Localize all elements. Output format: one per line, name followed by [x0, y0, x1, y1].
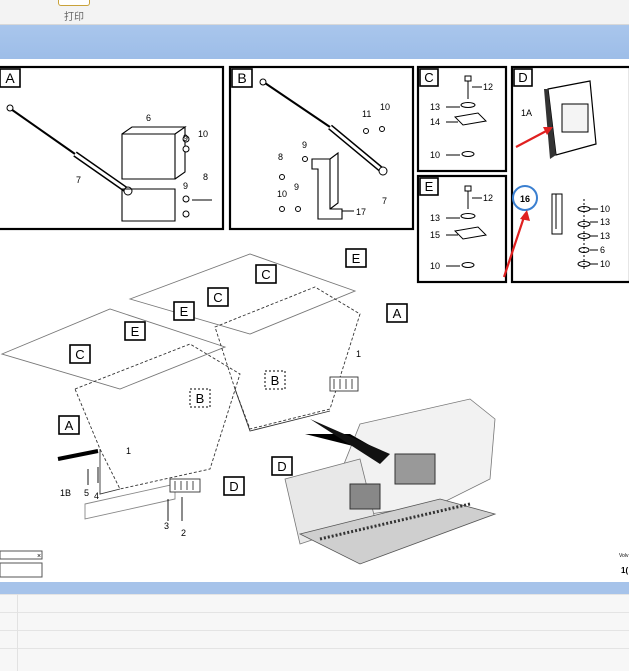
panel-e-callout: 12: [483, 193, 493, 203]
panel-b-callout: 10: [380, 102, 390, 112]
panel-d-callout: 6: [600, 245, 605, 255]
main-callout-d: D: [229, 479, 238, 494]
panel-a-callout: 8: [203, 172, 208, 182]
main-callout-c: C: [261, 267, 270, 282]
panel-e: E 12 13 15 10: [416, 174, 508, 284]
main-callout-b: B: [196, 391, 205, 406]
panel-e-callout: 10: [430, 261, 440, 271]
panel-a-callout: 10: [198, 129, 208, 139]
main-callout-a: A: [65, 418, 74, 433]
status-row: [0, 648, 629, 667]
panel-c: C 12 13 14 10: [416, 65, 508, 173]
part-number: 1B: [60, 488, 71, 498]
main-callout-d: D: [277, 459, 286, 474]
panel-c-callout: 14: [430, 117, 440, 127]
panel-b-callout: 10: [277, 189, 287, 199]
panel-a: A 6 9 10 7 9 8: [0, 65, 225, 231]
status-row: [0, 594, 629, 613]
main-assembly: [0, 253, 361, 521]
part-number: 1: [356, 349, 361, 359]
main-callout-b: B: [271, 373, 280, 388]
parts-diagram: A 6 9 10 7 9 8 B: [0, 65, 629, 578]
print-button[interactable]: 打印: [57, 0, 91, 23]
panel-e-callout: 13: [430, 213, 440, 223]
paver-machine: [284, 398, 497, 565]
panel-d-callout: 16: [520, 194, 530, 204]
panel-b: B 11 10 9 8 10 9 7 17: [228, 65, 415, 231]
part-number: 2: [181, 528, 186, 538]
panel-c-callout: 13: [430, 102, 440, 112]
main-callout-c: C: [75, 347, 84, 362]
panel-d-letter: D: [518, 70, 527, 85]
main-callout-e: E: [180, 304, 189, 319]
panel-b-letter: B: [237, 70, 246, 86]
corner-label: 1(: [621, 566, 628, 575]
main-callout-e: E: [131, 324, 140, 339]
panel-e-callout: 15: [430, 230, 440, 240]
toolbar: 打印: [0, 0, 629, 25]
diagram-viewer[interactable]: A 6 9 10 7 9 8 B: [0, 59, 629, 587]
viewer-footer-bar: [0, 582, 629, 594]
panel-b-callout: 17: [356, 207, 366, 217]
part-number: 5: [84, 488, 89, 498]
panel-a-callout: 7: [76, 175, 81, 185]
panel-d-callout: 13: [600, 217, 610, 227]
part-number: 4: [94, 491, 99, 501]
status-row: [0, 612, 629, 631]
main-callout-e: E: [352, 251, 361, 266]
part-number: 1: [126, 446, 131, 456]
corner-label: Volv: [619, 553, 629, 559]
panel-b-callout: 8: [278, 152, 283, 162]
panel-c-letter: C: [424, 70, 433, 85]
print-label: 打印: [64, 12, 84, 23]
main-part-numbers: 1 1 1B 5 4 3 2: [60, 349, 361, 538]
panel-b-callout: 9: [302, 140, 307, 150]
panel-c-callout: 10: [430, 150, 440, 160]
status-divider: [17, 594, 18, 671]
panel-d-callout: 1A: [521, 108, 532, 118]
panel-b-callout: 9: [294, 182, 299, 192]
panel-a-letter: A: [5, 70, 15, 86]
viewer-header-bar: [0, 25, 629, 59]
status-row: [0, 630, 629, 649]
close-icon: ×: [37, 553, 41, 560]
panel-c-callout: 12: [483, 82, 493, 92]
panel-a-callout: 9: [183, 133, 188, 143]
panel-e-letter: E: [425, 179, 434, 194]
panel-d: D 1A 16 10 13 13 6 10: [502, 65, 629, 284]
panel-b-callout: 11: [362, 109, 371, 119]
panel-b-callout: 7: [382, 196, 387, 206]
panel-d-callout: 13: [600, 231, 610, 241]
main-callouts: C C C E E E A A B B D D: [58, 248, 408, 496]
panel-d-callout: 10: [600, 259, 610, 269]
main-callout-c: C: [213, 290, 222, 305]
printer-icon: [58, 0, 90, 6]
main-callout-a: A: [393, 306, 402, 321]
panel-a-callout: 9: [183, 181, 188, 191]
status-area: [0, 594, 629, 671]
panel-a-callout: 6: [146, 113, 151, 123]
mini-panel[interactable]: ×: [0, 550, 43, 578]
part-number: 3: [164, 521, 169, 531]
panel-d-callout: 10: [600, 204, 610, 214]
